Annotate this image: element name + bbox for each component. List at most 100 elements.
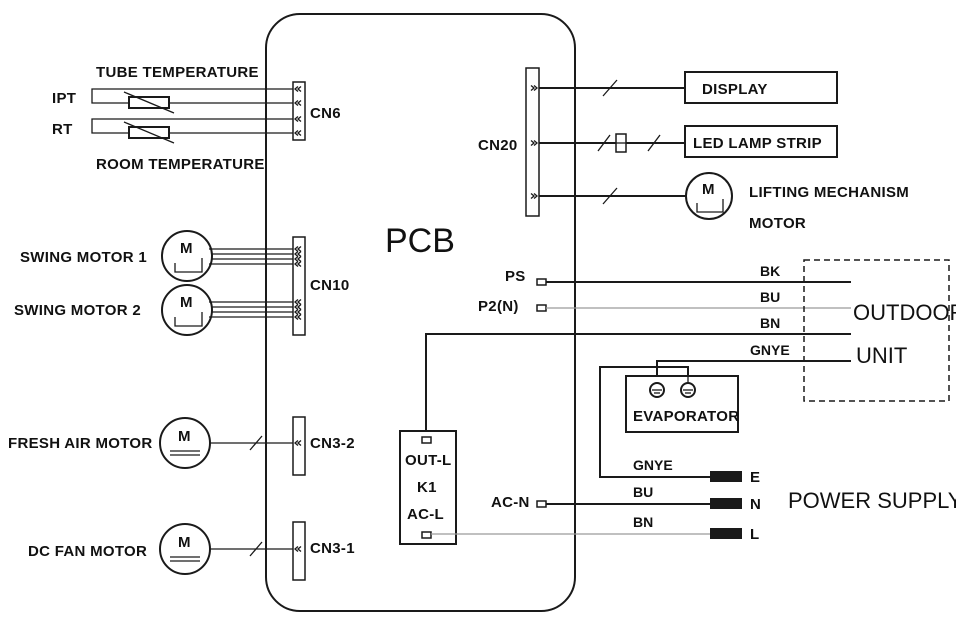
cn3-1-pin-icon [296,546,302,552]
gnye-supply-wire-label: GNYE [633,457,673,473]
terminal-l-label: L [750,526,759,543]
dc-fan-motor-symbol: M [178,534,191,551]
cn3-2-connector [292,416,306,476]
cn20-pin-icon [533,140,539,146]
bn-wire [425,333,851,437]
cn6-pin-icon [293,116,299,122]
out-l-label: OUT-L [405,452,452,469]
dc-fan-motor-group: DC FAN MOTOR M CN3-1 [28,521,355,581]
ps-terminal [536,278,547,286]
cn3-2-pin-icon [296,440,302,446]
evaporator-label: EVAPORATOR [633,408,739,425]
lifting-motor-winding-icon [696,199,724,213]
cn10-pin-icon [296,261,302,267]
p2n-terminal [536,304,547,312]
cn6-pin-icon [296,116,302,122]
cn10-pin-icon [293,251,299,257]
cn10-pin-icon [293,314,299,320]
outdoor-label: OUTDOOR [853,300,956,325]
cn20-group: CN20 DISPLAY LED LAMP STRIP M LIFTING ME… [478,67,909,232]
cn6-pin-icon [296,130,302,136]
cn10-pin-icon [296,299,302,305]
cn20-pin-icon [533,193,539,199]
cn10-pin-icon [293,299,299,305]
fresh-air-motor-symbol: M [178,428,191,445]
dc-fan-motor-label: DC FAN MOTOR [28,543,147,560]
cn20-label: CN20 [478,137,518,154]
cn20-pin-icon [530,193,536,199]
cn6-pin-icon [296,86,302,92]
fresh-air-motor-wire-slash [249,435,263,451]
cn6-pin-icon [296,100,302,106]
power-supply-group: GNYE AC-N BU BN E N L POWER SUPPLY [431,457,956,543]
cn6-pin-icon [293,100,299,106]
terminal-e-label: E [750,469,760,486]
ipt-wire-upper [91,88,293,104]
cn3-2-pin-icon [293,440,299,446]
cn6-pin-icon [293,86,299,92]
cn10-pin-icon [296,309,302,315]
power-supply-label: POWER SUPPLY [788,488,956,513]
sensor-group: TUBE TEMPERATURE ROOM TEMPERATURE IPT RT… [52,64,341,173]
bn-supply-wire-label: BN [633,514,653,530]
bk-wire-label: BK [760,263,780,279]
gnye-supply-wire [599,366,710,478]
gnye-outdoor-wire-label: GNYE [750,342,790,358]
cn10-pin-icon [293,309,299,315]
unit-label: UNIT [856,343,907,368]
rt-thermistor-arrow [123,121,175,144]
fresh-air-motor-label: FRESH AIR MOTOR [8,435,153,452]
swing-motor-2-symbol: M [180,294,193,311]
fresh-air-motor-group: FRESH AIR MOTOR M CN3-2 [8,416,355,476]
rt-label: RT [52,121,73,138]
ps-terminal-label: PS [505,268,526,285]
ac-l-label: AC-L [407,506,444,523]
cn10-pin-icon [296,314,302,320]
p2n-terminal-label: P2(N) [478,298,519,315]
out-l-pin [421,436,432,444]
terminal-e [710,471,742,482]
lifting-wire-slash [602,187,618,205]
outdoor-unit-box [803,259,950,402]
led-wire-slash-left [597,134,611,152]
cn6-label: CN6 [310,105,341,122]
led-lamp-strip-label: LED LAMP STRIP [693,135,822,152]
cn10-pin-icon [293,261,299,267]
tube-temperature-label: TUBE TEMPERATURE [96,64,259,81]
terminal-l [710,528,742,539]
led-lamp-strip-box [684,125,838,158]
cn10-pin-icon [296,304,302,310]
cn3-1-label: CN3-1 [310,540,355,557]
cn10-connector [292,236,306,336]
cn6-pin-icon [293,130,299,136]
cn3-1-pin-icon [293,546,299,552]
ac-n-terminal [536,500,547,508]
relay-k1-group: OUT-L K1 AC-L [399,430,457,545]
cn10-pin-icon [293,304,299,310]
display-box [684,71,838,104]
cn10-pin-icon [293,256,299,262]
cn10-pin-icon [296,251,302,257]
cn10-pin-icon [293,246,299,252]
cn10-label: CN10 [310,277,350,294]
lifting-mechanism-label: LIFTING MECHANISM [749,184,909,201]
room-temperature-label: ROOM TEMPERATURE [96,156,265,173]
display-wire-slash [602,79,618,97]
lifting-motor-symbol: M [702,181,715,198]
terminal-n-label: N [750,496,761,513]
lifting-mechanism-motor-label: MOTOR [749,215,806,232]
ac-l-pin [421,531,432,539]
bu-wire-label: BU [760,289,780,305]
evaporator-group: EVAPORATOR [599,366,739,478]
ipt-label: IPT [52,90,76,107]
relay-k1-box [399,430,457,545]
led-wire-slash-right [647,134,661,152]
cn3-1-connector [292,521,306,581]
cn6-connector [292,81,306,141]
ipt-thermistor-arrow [123,91,175,114]
terminal-n [710,498,742,509]
k1-label: K1 [417,479,437,496]
swing-motor-2-label: SWING MOTOR 2 [14,302,141,319]
swing-motor-1-winding-icon [174,258,203,273]
